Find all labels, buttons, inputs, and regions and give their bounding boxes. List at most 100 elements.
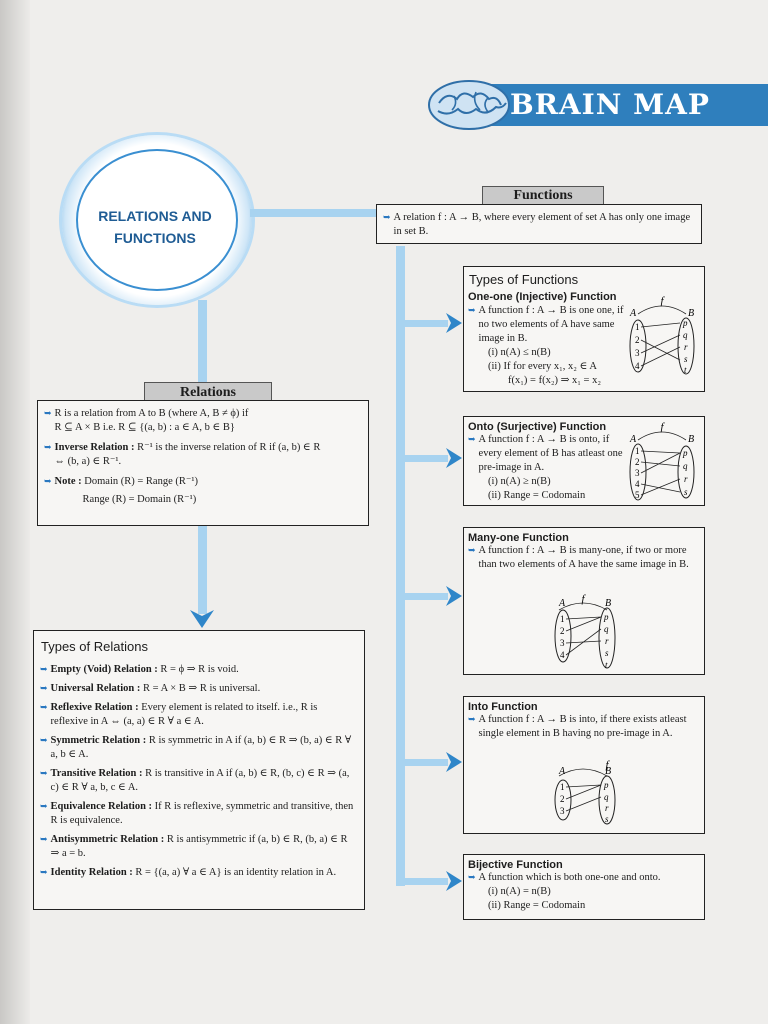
relation-type-label: Transitive Relation : bbox=[50, 768, 143, 779]
bullet-icon: ➥ bbox=[40, 703, 48, 713]
diagram-a-label: A bbox=[558, 766, 566, 777]
one-one-title: One-one (Injective) Function bbox=[468, 291, 617, 303]
brain-icon bbox=[428, 80, 510, 130]
branch-onto bbox=[404, 455, 448, 462]
svg-text:s: s bbox=[605, 814, 609, 824]
functions-box: ➥ A relation f : A → B, where every elem… bbox=[376, 204, 702, 244]
relation-list: ➥Empty (Void) Relation : R = ϕ ⇒ R is vo… bbox=[34, 654, 364, 880]
svg-text:r: r bbox=[684, 474, 688, 484]
bullet-icon: ➥ bbox=[44, 443, 52, 453]
relations-box: ➥ R is a relation from A to B (where A, … bbox=[37, 400, 369, 526]
relation-list-item: ➥Antisymmetric Relation : R is antisymme… bbox=[40, 833, 356, 861]
svg-text:2: 2 bbox=[560, 794, 565, 804]
bijective-title: Bijective Function bbox=[468, 859, 563, 871]
one-one-cond1: (i) n(A) ≤ n(B) bbox=[488, 347, 551, 358]
relation-type-text: R is symmetric in A if (a, b) ∈ R ⇒ (b, … bbox=[50, 735, 352, 760]
relation-type-label: Symmetric Relation : bbox=[50, 735, 147, 746]
bullet-icon: ➥ bbox=[468, 435, 476, 445]
svg-text:3: 3 bbox=[560, 806, 565, 816]
svg-text:1: 1 bbox=[635, 322, 640, 332]
bullet-icon: ➥ bbox=[40, 802, 48, 812]
topic-title-line2: FUNCTIONS bbox=[114, 230, 196, 246]
bullet-icon: ➥ bbox=[44, 477, 52, 487]
inverse-relation-text: R⁻¹ is the inverse relation of R if (a, … bbox=[137, 442, 321, 453]
svg-text:2: 2 bbox=[560, 626, 565, 636]
bullet-icon: ➥ bbox=[468, 715, 476, 725]
svg-text:3: 3 bbox=[560, 638, 565, 648]
right-arrow-icon bbox=[446, 313, 462, 333]
right-arrow-icon bbox=[446, 752, 462, 772]
svg-text:5: 5 bbox=[635, 490, 640, 500]
relation-list-item: ➥Equivalence Relation : If R is reflexiv… bbox=[40, 800, 356, 828]
relations-item1-a: R is a relation from A to B (where A, B … bbox=[54, 408, 249, 419]
one-one-cond2: (ii) If for every x₁, x₂ ∈ A bbox=[488, 361, 597, 372]
inverse-relation-label: Inverse Relation : bbox=[54, 442, 135, 453]
relation-list-item: ➥Symmetric Relation : R is symmetric in … bbox=[40, 734, 356, 762]
diagram-a-label: A bbox=[629, 434, 637, 445]
diagram-b-label: B bbox=[688, 434, 694, 445]
branch-bijective bbox=[404, 878, 448, 885]
svg-text:t: t bbox=[684, 365, 687, 375]
relation-type-label: Equivalence Relation : bbox=[50, 801, 153, 812]
svg-text:1: 1 bbox=[560, 782, 565, 792]
connector-circle-functions bbox=[250, 209, 378, 217]
relation-type-text: R = {(a, a) ∀ a ∈ A} is an identity rela… bbox=[135, 867, 337, 878]
bullet-icon: ➥ bbox=[40, 736, 48, 746]
diagram-a-label: A bbox=[629, 308, 637, 319]
relation-type-label: Reflexive Relation : bbox=[50, 702, 139, 713]
svg-text:1: 1 bbox=[560, 614, 565, 624]
bullet-icon: ➥ bbox=[383, 213, 391, 223]
bullet-icon: ➥ bbox=[40, 769, 48, 779]
into-box: Into Function ➥ A function f : A → B is … bbox=[463, 696, 705, 834]
svg-text:p: p bbox=[682, 318, 688, 328]
down-arrow-icon bbox=[190, 610, 214, 628]
bijective-cond2: (ii) Range = Codomain bbox=[488, 900, 586, 911]
branch-one-one bbox=[404, 320, 448, 327]
svg-text:q: q bbox=[683, 461, 688, 471]
bijective-box: Bijective Function ➥ A function which is… bbox=[463, 854, 705, 920]
diagram-b-label: B bbox=[688, 308, 694, 319]
diagram-b-label: B bbox=[605, 598, 611, 609]
bullet-icon: ➥ bbox=[40, 665, 48, 675]
topic-title: RELATIONS AND FUNCTIONS bbox=[70, 205, 240, 249]
connector-functions-trunk bbox=[396, 246, 405, 886]
types-of-relations-header: Types of Relations bbox=[41, 639, 148, 654]
svg-text:s: s bbox=[684, 354, 688, 364]
relation-type-label: Identity Relation : bbox=[50, 867, 133, 878]
into-title: Into Function bbox=[468, 701, 538, 713]
relation-type-text: R = ϕ ⇒ R is void. bbox=[160, 664, 239, 675]
page-edge-shadow bbox=[0, 0, 30, 1024]
diagram-f-label: f bbox=[581, 593, 586, 605]
types-of-relations-box: Types of Relations ➥Empty (Void) Relatio… bbox=[33, 630, 365, 910]
onto-cond1: (i) n(A) ≥ n(B) bbox=[488, 476, 551, 487]
topic-title-line1: RELATIONS AND bbox=[98, 208, 212, 224]
banner-title: BRAIN MAP bbox=[510, 88, 710, 121]
svg-text:4: 4 bbox=[560, 650, 565, 660]
into-text: A function f : A → B is into, if there e… bbox=[478, 714, 687, 739]
bijective-text: A function which is both one-one and ont… bbox=[478, 872, 661, 883]
bullet-icon: ➥ bbox=[468, 873, 476, 883]
right-arrow-icon bbox=[446, 586, 462, 606]
branch-many-one bbox=[404, 593, 448, 600]
many-one-title: Many-one Function bbox=[468, 532, 569, 544]
topic-circle bbox=[62, 135, 252, 305]
note-text: Domain (R) = Range (R⁻¹) bbox=[84, 476, 199, 487]
many-one-text: A function f : A → B is many-one, if two… bbox=[478, 545, 689, 570]
svg-text:2: 2 bbox=[635, 335, 640, 345]
relation-type-text: Every element is related to itself. i.e.… bbox=[50, 702, 318, 727]
svg-text:p: p bbox=[682, 448, 688, 458]
svg-text:p: p bbox=[603, 780, 609, 790]
relation-type-label: Universal Relation : bbox=[50, 683, 141, 694]
bullet-icon: ➥ bbox=[468, 306, 476, 316]
inverse-relation-cont: ⇔ (b, a) ∈ R⁻¹. bbox=[54, 456, 122, 467]
note-text-2: Range (R) = Domain (R⁻¹) bbox=[82, 494, 197, 505]
svg-text:1: 1 bbox=[635, 446, 640, 456]
connector-relations-types bbox=[198, 524, 207, 614]
one-one-box: Types of Functions One-one (Injective) F… bbox=[463, 266, 705, 392]
relation-type-text: R is transitive in A if (a, b) ∈ R, (b, … bbox=[50, 768, 350, 793]
onto-text: A function f : A → B is onto, if every e… bbox=[478, 434, 623, 473]
relation-list-item: ➥Empty (Void) Relation : R = ϕ ⇒ R is vo… bbox=[40, 663, 356, 677]
